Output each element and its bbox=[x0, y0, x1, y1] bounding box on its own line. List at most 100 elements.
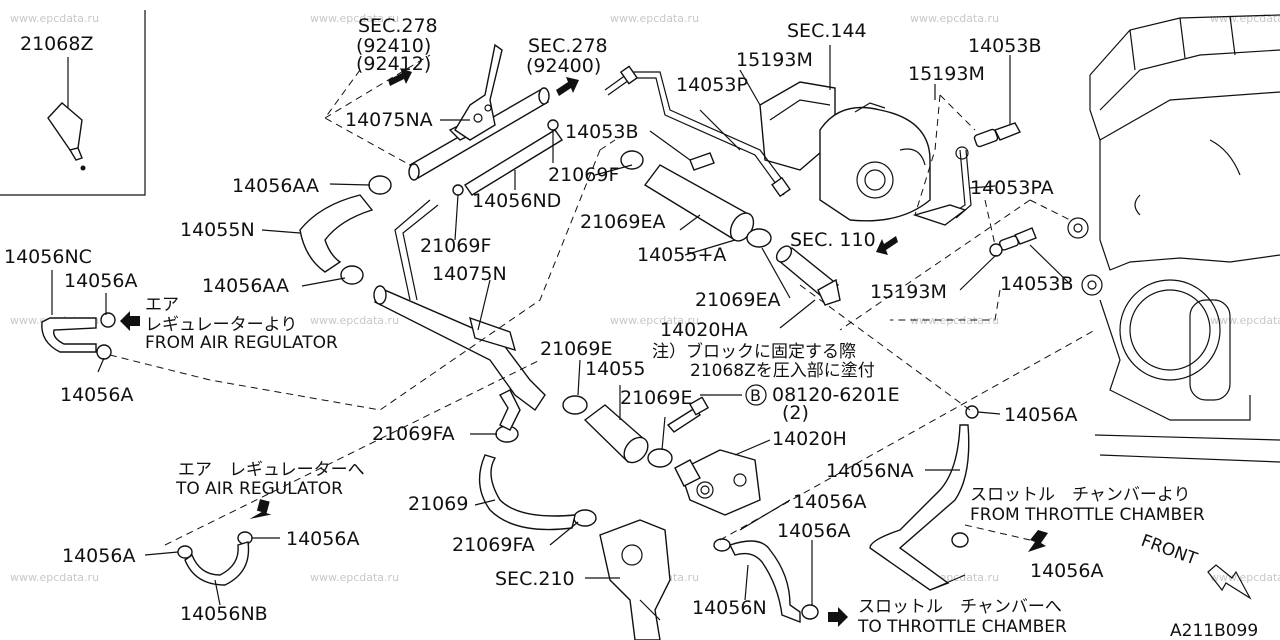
note-sealant-jp: 21068Zを圧入部に塗付 bbox=[690, 360, 875, 381]
note-from-air-regulator-en: FROM AIR REGULATOR bbox=[145, 333, 338, 353]
clamp-group bbox=[96, 119, 1003, 620]
note-to-air-regulator-en: TO AIR REGULATOR bbox=[175, 479, 343, 499]
notes: エア レギュレーターより FROM AIR REGULATOR エア レギュレー… bbox=[145, 295, 1205, 637]
label-14056a: 14056A bbox=[777, 520, 850, 542]
hose-14056n bbox=[729, 540, 801, 624]
label-14055n: 14055N bbox=[180, 219, 255, 241]
circled-b-letter: B bbox=[750, 386, 761, 405]
label-sec278-a-ref1: (92410) bbox=[356, 35, 431, 57]
hose-21069 bbox=[478, 454, 576, 531]
label-14056a: 14056A bbox=[286, 528, 359, 550]
note-sealant-jp: 注）ブロックに固定する際 bbox=[652, 341, 856, 362]
pipe-14053pa bbox=[912, 146, 972, 226]
clamp-21069e bbox=[562, 395, 588, 415]
label-sec278-b-ref: (92400) bbox=[526, 55, 601, 77]
circled-b-icon: B bbox=[745, 384, 767, 406]
hose-14056na bbox=[869, 424, 970, 591]
label-21069e: 21069E bbox=[620, 387, 692, 409]
label-14020h: 14020H bbox=[772, 428, 847, 450]
label-14053b: 14053B bbox=[1000, 273, 1073, 295]
note-to-throttle-jp: スロットル チャンバーへ bbox=[858, 597, 1062, 617]
arrow-icon bbox=[388, 68, 412, 86]
throttle-chamber bbox=[759, 81, 931, 222]
label-14056nd: 14056ND bbox=[472, 190, 561, 212]
clamp-14056a bbox=[96, 344, 112, 360]
hose-14056nd bbox=[463, 129, 564, 196]
front-label: FRONT bbox=[1138, 531, 1200, 570]
note-from-throttle-en: FROM THROTTLE CHAMBER bbox=[970, 505, 1205, 525]
label-sec278-a-ref2: (92412) bbox=[356, 53, 431, 75]
arrow-icon bbox=[556, 77, 579, 96]
label-sec210: SEC.210 bbox=[495, 568, 575, 590]
label-14056a: 14056A bbox=[60, 384, 133, 406]
note-from-air-regulator-jp: エア bbox=[145, 295, 179, 315]
label-14075n: 14075N bbox=[432, 263, 507, 285]
label-15193m: 15193M bbox=[908, 63, 985, 85]
watermark: www.epcdata.ru bbox=[610, 12, 699, 25]
watermark: www.epcdata.ru bbox=[310, 571, 399, 584]
watermark: www.epcdata.ru bbox=[1210, 314, 1280, 327]
label-21069ea: 21069EA bbox=[695, 289, 780, 311]
label-14056a: 14056A bbox=[1030, 560, 1103, 582]
hose-14056nb bbox=[184, 541, 250, 586]
pipe-14053p bbox=[604, 65, 791, 198]
dashed-leaders bbox=[109, 54, 1096, 546]
label-21069fa: 21069FA bbox=[452, 534, 535, 556]
arrow-group bbox=[120, 68, 1048, 627]
front-arrow-icon bbox=[1207, 564, 1252, 600]
hose-14056nc bbox=[41, 317, 97, 353]
clamp-21069ea bbox=[620, 150, 644, 170]
label-sec110: SEC. 110 bbox=[790, 229, 876, 251]
inset-box: 21068Z bbox=[0, 10, 146, 196]
clamp-14056a bbox=[801, 604, 819, 620]
pipe-14020ha bbox=[775, 245, 841, 306]
part-label-21068z: 21068Z bbox=[20, 33, 93, 55]
watermark: www.epcdata.ru bbox=[610, 314, 699, 327]
clamp-14056aa bbox=[340, 265, 364, 285]
label-14056a: 14056A bbox=[64, 270, 137, 292]
hose-14055 bbox=[583, 404, 649, 464]
label-14056a: 14056A bbox=[1004, 404, 1077, 426]
label-14056nb: 14056NB bbox=[180, 603, 268, 625]
label-sec278-b: SEC.278 bbox=[528, 35, 608, 57]
watermark: www.epcdata.ru bbox=[310, 12, 399, 25]
label-14056a: 14056A bbox=[793, 491, 866, 513]
watermark: www.epcdata.ru bbox=[10, 12, 99, 25]
arrow-icon bbox=[249, 499, 272, 520]
note-from-throttle-jp: スロットル チャンバーより bbox=[970, 485, 1191, 505]
label-14055a: 14055+A bbox=[637, 244, 726, 266]
clamp-14056a bbox=[713, 538, 731, 552]
clamp-14056a bbox=[951, 532, 969, 548]
arrow-icon bbox=[120, 311, 140, 331]
label-21069f: 21069F bbox=[420, 235, 491, 257]
clamp-21069fa bbox=[573, 509, 597, 527]
clamp-14056aa bbox=[368, 175, 392, 195]
label-14053pa: 14053PA bbox=[970, 177, 1054, 199]
label-15193m: 15193M bbox=[870, 281, 947, 303]
bolt-08120 bbox=[666, 396, 710, 433]
bracket bbox=[454, 43, 503, 141]
label-21069fa: 21069FA bbox=[372, 423, 455, 445]
label-14053b: 14053B bbox=[968, 35, 1041, 57]
label-bolt-08120: 08120-6201E bbox=[772, 384, 900, 406]
part-labels: SEC.278 (92410) (92412) SEC.278 (92400) … bbox=[4, 15, 1103, 625]
label-21069: 21069 bbox=[408, 493, 468, 515]
pipe-14075n bbox=[373, 199, 546, 431]
label-21069e: 21069E bbox=[540, 338, 612, 360]
label-14053p: 14053P bbox=[676, 74, 748, 96]
label-15193m: 15193M bbox=[736, 49, 813, 71]
note-to-throttle-en: TO THROTTLE CHAMBER bbox=[857, 617, 1067, 637]
bolt-14053b bbox=[689, 122, 1037, 251]
watermark: www.epcdata.ru bbox=[1210, 571, 1280, 584]
label-bolt-qty: (2) bbox=[782, 402, 809, 424]
label-14056aa: 14056AA bbox=[232, 175, 319, 197]
label-14056na: 14056NA bbox=[826, 460, 914, 482]
label-sec144: SEC.144 bbox=[787, 20, 867, 42]
watermark: www.epcdata.ru bbox=[910, 12, 999, 25]
watermark: www.epcdata.ru bbox=[310, 314, 399, 327]
label-14053b: 14053B bbox=[565, 121, 638, 143]
hose-14055n bbox=[299, 194, 374, 273]
sealant-tube-icon bbox=[47, 102, 86, 171]
label-21069ea: 21069EA bbox=[580, 211, 665, 233]
arrow-icon bbox=[1028, 530, 1048, 552]
